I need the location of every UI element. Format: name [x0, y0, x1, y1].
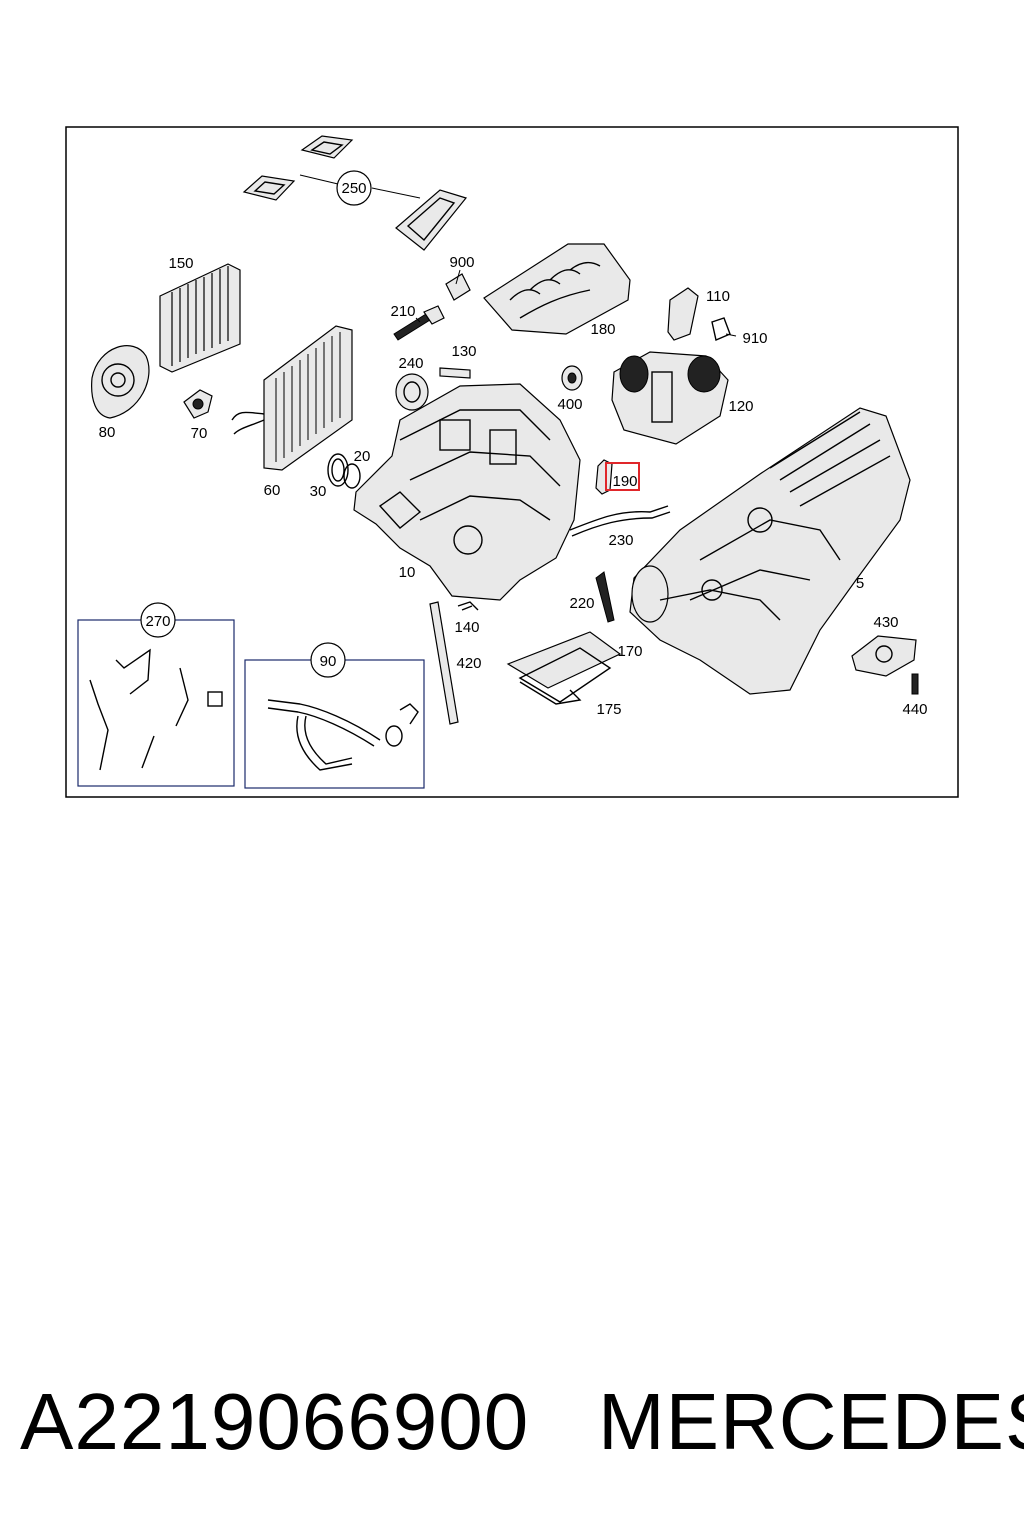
callout-440: 440	[902, 701, 927, 718]
parts-diagram: 250 900 150 210 180 110 910 240 130 400 …	[65, 126, 959, 798]
callout-210: 210	[390, 303, 415, 320]
part-label-900	[445, 273, 471, 301]
footer: A2219066900 MERCEDES	[0, 1372, 1024, 1472]
callout-220: 220	[569, 595, 594, 612]
callout-140: 140	[454, 619, 479, 636]
callout-120: 120	[728, 398, 753, 415]
callout-270: 270	[145, 613, 170, 630]
callout-30: 30	[310, 483, 327, 500]
callout-labels: 250 900 150 210 180 110 910 240 130 400 …	[99, 180, 928, 718]
part-grommet-400	[561, 365, 583, 391]
part-bolt-440	[911, 673, 919, 695]
callout-130: 130	[451, 343, 476, 360]
callout-900: 900	[449, 254, 474, 271]
part-seals	[327, 453, 361, 489]
part-gaskets	[242, 135, 468, 251]
callout-400: 400	[557, 396, 582, 413]
inset-90	[244, 642, 425, 789]
callout-90: 90	[320, 653, 337, 670]
callout-230: 230	[608, 532, 633, 549]
part-main-housing	[353, 383, 581, 601]
leader-lines	[415, 269, 737, 337]
part-cabin-filter	[159, 263, 241, 373]
part-screw-130	[439, 367, 471, 379]
callout-430: 430	[873, 614, 898, 631]
callout-420: 420	[456, 655, 481, 672]
part-blower-housing	[91, 345, 150, 419]
callout-10: 10	[399, 564, 416, 581]
part-sensor-210	[393, 305, 445, 341]
part-assembled-unit	[629, 407, 911, 695]
part-sensor-220	[595, 571, 615, 623]
callout-150: 150	[168, 255, 193, 272]
callout-70: 70	[191, 425, 208, 442]
callout-170: 170	[617, 643, 642, 660]
part-module-430	[851, 635, 917, 677]
callout-190: 190	[612, 473, 637, 490]
diagram-frame	[65, 126, 959, 798]
callout-circle-270	[140, 602, 176, 638]
callout-60: 60	[264, 482, 281, 499]
highlight-box-190	[605, 462, 640, 491]
part-pads	[506, 631, 622, 705]
callout-175: 175	[596, 701, 621, 718]
brand-name: MERCEDES	[598, 1377, 1024, 1466]
part-clip-140	[457, 601, 479, 611]
part-actuator-70	[183, 389, 213, 419]
part-drain-420	[429, 601, 459, 725]
part-top-duct	[483, 243, 631, 335]
callout-180: 180	[590, 321, 615, 338]
callout-20: 20	[354, 448, 371, 465]
part-hose-230	[569, 505, 671, 537]
callout-910: 910	[742, 330, 767, 347]
part-blower-motor	[611, 351, 729, 445]
callout-240: 240	[398, 355, 423, 372]
part-flap-110	[667, 287, 731, 341]
part-190-highlighted	[595, 459, 640, 495]
callout-circle-250	[336, 170, 372, 206]
callout-80: 80	[99, 424, 116, 441]
callout-250: 250	[341, 180, 366, 197]
callout-circle-90	[310, 642, 346, 678]
part-number: A2219066900	[20, 1377, 530, 1466]
part-heat-exchanger	[231, 325, 353, 471]
part-gear-240	[395, 373, 429, 411]
callout-5: 5	[856, 575, 864, 592]
inset-270	[77, 602, 235, 787]
callout-110: 110	[706, 288, 730, 305]
